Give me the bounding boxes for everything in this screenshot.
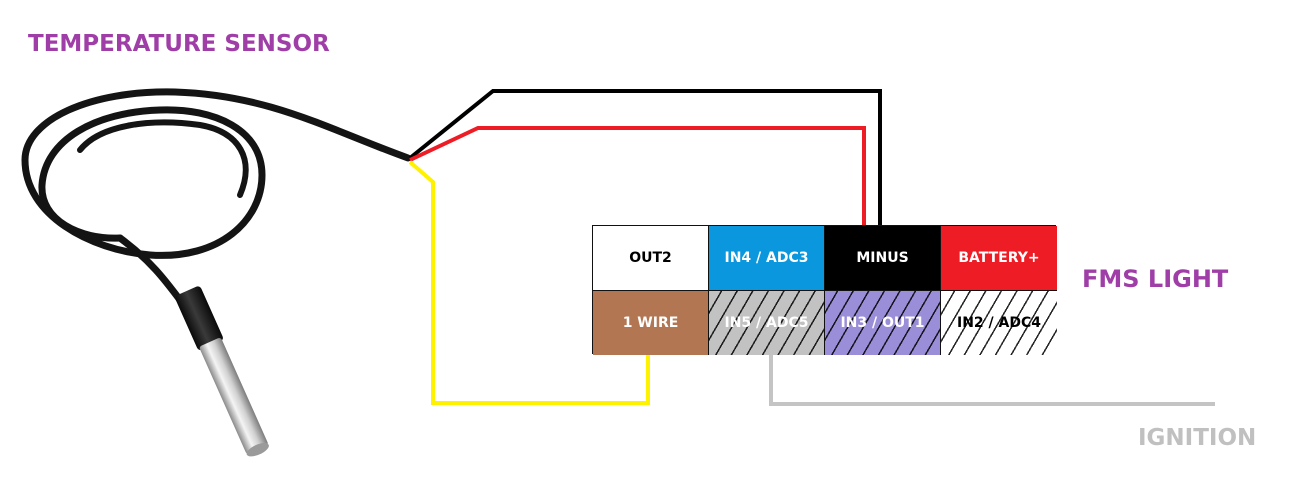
wire-yellow bbox=[408, 160, 650, 405]
wire-black bbox=[408, 89, 882, 226]
ignition-label: IGNITION bbox=[1138, 425, 1257, 451]
pin-in4-adc3: IN4 / ADC3 bbox=[709, 226, 825, 291]
pin-label: IN3 / OUT1 bbox=[840, 314, 925, 331]
pin-label: MINUS bbox=[856, 249, 909, 266]
pin-out2: OUT2 bbox=[593, 226, 709, 291]
pin-battery-plus: BATTERY+ bbox=[941, 226, 1057, 291]
pin-label: OUT2 bbox=[629, 249, 672, 266]
fms-light-label: FMS LIGHT bbox=[1082, 265, 1229, 293]
pin-in3-out1: IN3 / OUT1 bbox=[825, 290, 941, 355]
temperature-sensor-label: TEMPERATURE SENSOR bbox=[28, 31, 330, 57]
pin-label: IN5 / ADC5 bbox=[724, 314, 809, 331]
pin-in5-adc5: IN5 / ADC5 bbox=[709, 290, 825, 355]
wire-red bbox=[409, 126, 866, 226]
pin-label: 1 WIRE bbox=[622, 314, 679, 331]
wire-ignition bbox=[769, 353, 1215, 406]
pin-label: IN2 / ADC4 bbox=[957, 314, 1041, 331]
sensor-cable bbox=[21, 88, 412, 304]
pin-in2-adc4: IN2 / ADC4 bbox=[941, 290, 1057, 355]
wires bbox=[408, 89, 1215, 406]
pin-label: IN4 / ADC3 bbox=[724, 249, 809, 266]
sensor-probe bbox=[175, 286, 269, 457]
pin-1-wire: 1 WIRE bbox=[593, 290, 709, 355]
connector-pinout: OUT2 IN4 / ADC3 MINUS BATTERY+ 1 WIRE IN… bbox=[592, 225, 1057, 355]
pin-minus: MINUS bbox=[825, 226, 941, 291]
pin-label: BATTERY+ bbox=[958, 249, 1040, 266]
